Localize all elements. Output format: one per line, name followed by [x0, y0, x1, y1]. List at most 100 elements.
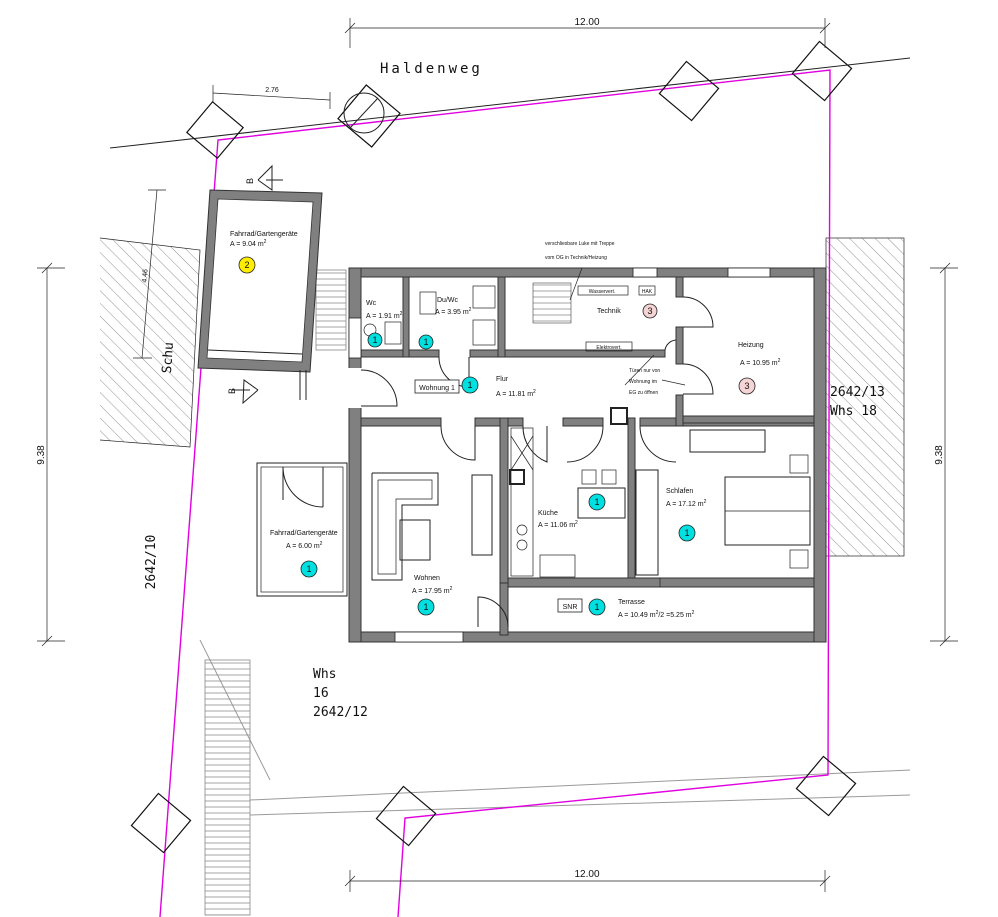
label-hak: HAK	[642, 289, 653, 295]
boundary-stone-1	[185, 100, 245, 160]
room-name-technik: Technik	[597, 308, 621, 315]
room-circle-wc	[367, 332, 383, 348]
dim-shed-length-label: 4.46	[142, 269, 150, 283]
section-marker-top	[257, 164, 283, 191]
main-building	[347, 267, 827, 643]
room-num-flur: 1	[467, 380, 472, 390]
annotation-arrow-2	[661, 379, 686, 386]
shed-bottom	[256, 462, 348, 597]
label-wohnung: Wohnung 1	[419, 385, 455, 392]
room-area-kueche: A = 11.06 m2	[538, 520, 578, 529]
room-name-duwc: Du/Wc	[437, 297, 459, 304]
dim-shed-length	[133, 189, 166, 359]
room-name-terrasse: Terrasse	[618, 599, 645, 606]
dim-right-label: 9.38	[934, 445, 945, 465]
label-elektro: Elektrovert.	[596, 345, 621, 351]
room-circle-wohnen	[417, 598, 435, 616]
boundary-stone-5	[375, 785, 437, 847]
room-circle-schlafen	[678, 524, 696, 542]
room-area-duwc: A = 3.95 m2	[435, 307, 472, 316]
street-line	[109, 57, 911, 149]
room-num-schlafen: 1	[684, 528, 689, 538]
parcel-bottom-3: 2642/12	[313, 705, 368, 720]
wohnung-box	[414, 379, 460, 394]
room-num-technik: 3	[647, 306, 652, 316]
room-num-wohnen: 1	[423, 602, 428, 612]
room-num-heizung: 3	[744, 381, 749, 391]
boundary-stone-3	[791, 40, 853, 102]
dim-left-label: 9.38	[36, 445, 47, 465]
room-area-flur: A = 11.81 m2	[496, 389, 536, 398]
room-num-shed-bottom: 1	[306, 564, 311, 574]
street-name: Haldenweg	[380, 61, 483, 77]
shed-top	[197, 189, 323, 400]
room-name-heizung: Heizung	[738, 342, 764, 349]
room-name-kueche: Küche	[538, 510, 558, 517]
neighbour-outline-left	[99, 237, 201, 448]
parcel-right-1: 2642/13	[830, 385, 885, 400]
parcel-right-2: Whs 18	[830, 404, 877, 419]
label-tueren-3: EG zu öffnen	[629, 390, 658, 396]
stair-shed	[315, 269, 347, 351]
label-wasser: Wasservert.	[589, 289, 615, 295]
dim-top	[344, 18, 831, 48]
parcel-bottom-1: Whs	[313, 667, 336, 682]
room-area-wohnen: A = 17.95 m2	[412, 586, 453, 595]
neighbour-building-right	[826, 238, 904, 556]
room-name-schlafen: Schlafen	[666, 488, 693, 495]
section-b-top: B	[245, 178, 255, 184]
room-name-shed-bottom: Fahrrad/Gartengeräte	[270, 530, 338, 537]
room-area-shed-top: A = 9.04 m2	[230, 239, 267, 248]
label-tueren-1: Türen nur von	[629, 368, 660, 374]
room-num-shed-top: 2	[244, 260, 249, 270]
annotation-arrow-1	[624, 354, 655, 386]
dim-top-label: 12.00	[574, 17, 599, 28]
room-circle-heizung	[738, 377, 756, 395]
room-area-schlafen: A = 17.12 m2	[666, 499, 707, 508]
road-edge-lower2	[249, 794, 911, 816]
section-b-bottom: B	[227, 388, 237, 394]
marker-square	[337, 84, 401, 148]
parcel-left: 2642/10	[144, 535, 159, 590]
neighbour-building-left	[100, 238, 200, 447]
room-area-heizung: A = 10.95 m2	[740, 358, 781, 367]
section-marker-bottom	[232, 379, 259, 405]
road-edge-lower	[249, 769, 911, 801]
room-name-flur: Flur	[496, 376, 509, 383]
parcel-bottom-2: 16	[313, 686, 329, 701]
room-num-duwc: 1	[423, 337, 428, 347]
stair-lower-left	[204, 659, 251, 916]
label-luke-2: vom OG in Technik/Heizung	[545, 255, 607, 261]
room-num-terrasse: 1	[594, 602, 599, 612]
label-schu: Schu	[160, 342, 177, 374]
room-name-wc: Wc	[366, 300, 377, 307]
marker-circle	[343, 92, 385, 134]
room-area-terrasse: A = 10.49 m2/2 =5.25 m2	[618, 610, 695, 619]
dim-shed-width	[212, 85, 331, 109]
dim-bottom-label: 12.00	[574, 869, 599, 880]
room-circle-flur	[461, 376, 479, 394]
label-tueren-2: Wohnung im	[629, 379, 657, 385]
room-name-wohnen: Wohnen	[414, 575, 440, 582]
room-num-wc: 1	[372, 335, 377, 345]
label-snr: SNR	[563, 604, 578, 611]
dim-right	[930, 262, 958, 647]
boundary-stone-6	[130, 792, 192, 854]
room-circle-terrasse	[588, 598, 606, 616]
dim-shed-width-label: 2.76	[265, 87, 279, 94]
room-circle-technik	[642, 303, 658, 319]
room-circle-shed-bottom	[300, 560, 318, 578]
snr-box	[557, 598, 583, 613]
room-circle-duwc	[418, 334, 434, 350]
dim-bottom	[344, 870, 831, 892]
label-luke-1: verschliesbare Luke mit Treppe	[545, 241, 615, 247]
room-num-kueche: 1	[594, 497, 599, 507]
boundary-stone-2	[658, 60, 720, 122]
leader-luke	[569, 267, 583, 301]
room-circle-kueche	[588, 493, 606, 511]
room-area-shed-bottom: A = 6.00 m2	[286, 541, 323, 550]
boundary-stone-4	[795, 755, 857, 817]
room-name-shed-top: Fahrrad/Gartengeräte	[230, 231, 298, 238]
room-circle-shed-top	[238, 256, 256, 274]
